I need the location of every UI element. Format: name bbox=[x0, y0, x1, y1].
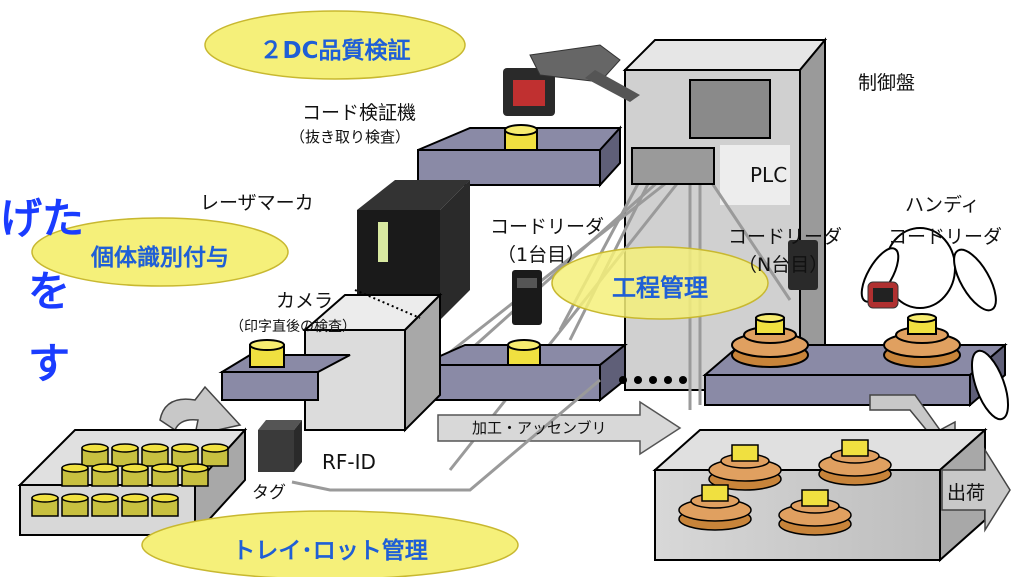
code-reader-1-sublabel: （1台目） bbox=[497, 244, 586, 266]
tray-cup bbox=[91, 463, 119, 487]
tray-cup bbox=[181, 463, 209, 487]
laser-marker-label: レーザマーカ bbox=[200, 192, 314, 214]
process-ellipse-label: 工程管理 bbox=[612, 274, 708, 302]
process-ellipse bbox=[551, 246, 769, 320]
code-verifier-device bbox=[503, 44, 640, 116]
side-text-3: す bbox=[28, 339, 71, 388]
individual-ellipse-label: 個体識別付与 bbox=[91, 245, 229, 271]
shipping-label: 出荷 bbox=[947, 482, 986, 504]
side-text-2: を bbox=[28, 267, 71, 316]
tag-label: タグ bbox=[252, 483, 286, 503]
quality-ellipse-label: ２DC品質検証 bbox=[259, 38, 411, 64]
cup-verifier bbox=[504, 124, 538, 151]
handy-reader-device bbox=[867, 281, 899, 309]
plc-unit bbox=[631, 147, 715, 185]
individual-ellipse bbox=[31, 217, 289, 287]
tray-cup bbox=[81, 443, 109, 467]
tray-cup bbox=[91, 493, 119, 517]
gear-stack-1 bbox=[731, 313, 809, 368]
camera-label: カメラ bbox=[276, 290, 334, 312]
code-reader-n-sublabel: （N台目） bbox=[738, 254, 829, 276]
shipping-gears bbox=[678, 439, 892, 536]
control-panel-label: 制御盤 bbox=[858, 72, 916, 94]
code-verifier-label: コード検証機 bbox=[302, 102, 417, 124]
tray-cup bbox=[141, 443, 169, 467]
assembly-arrow bbox=[437, 400, 682, 456]
tray-cup bbox=[121, 493, 149, 517]
assembly-label: 加工・アッセンブリ bbox=[472, 419, 607, 437]
code-reader-1-device bbox=[512, 270, 542, 325]
cup-left bbox=[249, 339, 285, 368]
tray-ellipse-label: トレイ･ロット管理 bbox=[232, 538, 428, 564]
camera-pointer bbox=[354, 289, 421, 319]
rfid-cable bbox=[291, 378, 601, 492]
tray-cup bbox=[201, 443, 229, 467]
verifier-platform bbox=[417, 125, 623, 188]
plc-label: PLC bbox=[750, 163, 788, 187]
tray-cup bbox=[171, 443, 199, 467]
rfid-label: RF-ID bbox=[322, 450, 376, 474]
shipping-arrow bbox=[941, 447, 1011, 533]
tray-cup bbox=[31, 493, 59, 517]
handy-label: ハンディ bbox=[905, 194, 980, 216]
camera-housing bbox=[302, 292, 443, 433]
handy-operator-figure bbox=[860, 227, 1010, 421]
code-reader-1-label: コードリーダ bbox=[490, 216, 605, 238]
shipping-gear bbox=[678, 484, 752, 531]
rfid-reader-device bbox=[258, 420, 302, 472]
tray-cup bbox=[111, 443, 139, 467]
tray-cup bbox=[121, 463, 149, 487]
quality-ellipse bbox=[204, 10, 466, 80]
middle-platform bbox=[419, 342, 628, 403]
ellipsis-dots bbox=[619, 376, 687, 384]
tray-cups bbox=[31, 443, 229, 517]
shipping-gear bbox=[778, 489, 852, 536]
tray-cup bbox=[151, 493, 179, 517]
shipping-gear bbox=[818, 439, 892, 486]
camera-sublabel: （印字直後の検査） bbox=[230, 319, 356, 335]
code-reader-n-label: コードリーダ bbox=[728, 226, 843, 248]
tray-cup bbox=[61, 463, 89, 487]
code-verifier-sublabel: （抜き取り検査） bbox=[290, 128, 411, 146]
code-reader-n-device bbox=[788, 240, 818, 290]
gear-stack-2 bbox=[883, 313, 961, 368]
cup-middle bbox=[507, 339, 541, 366]
handy-sublabel: コードリーダ bbox=[888, 226, 1003, 248]
side-text-1: げた bbox=[0, 194, 85, 243]
tray-cup bbox=[151, 463, 179, 487]
tray-cup bbox=[61, 493, 89, 517]
